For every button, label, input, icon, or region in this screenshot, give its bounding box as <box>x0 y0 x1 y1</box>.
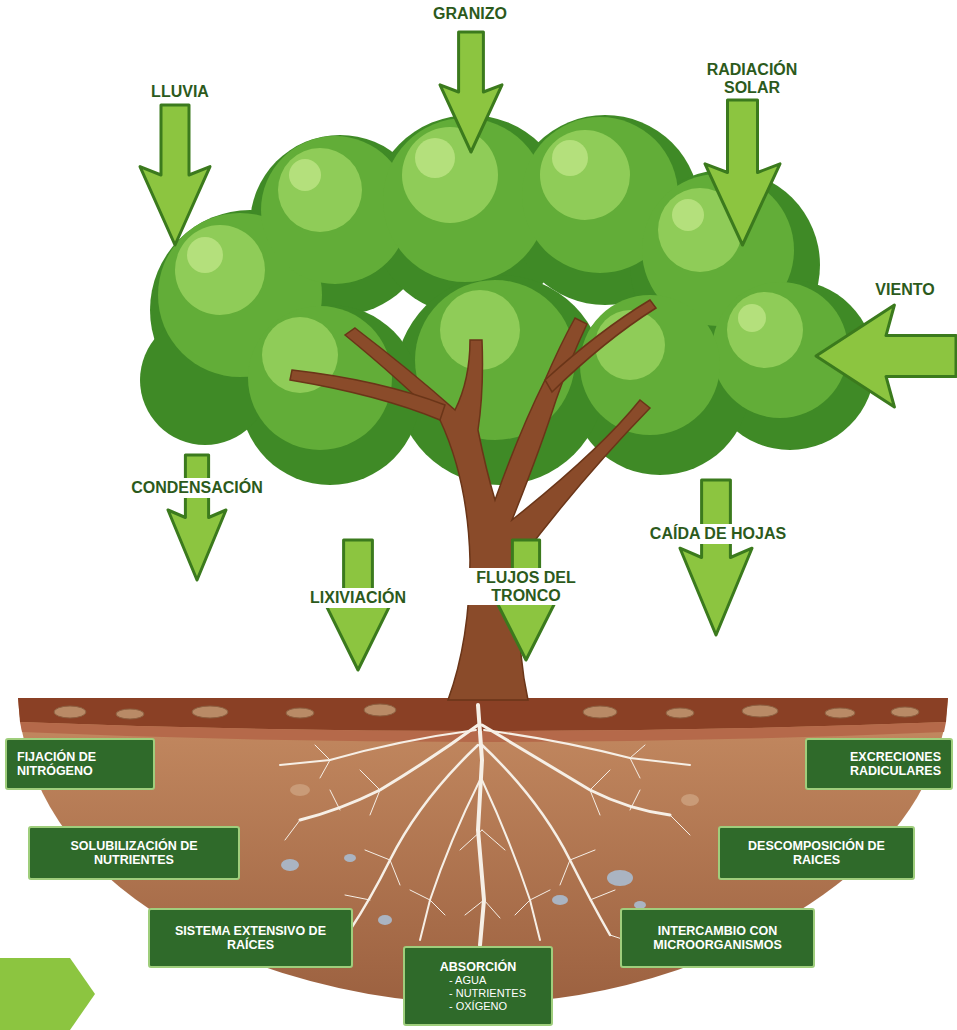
label-text: RADIACIÓN SOLAR <box>677 60 827 97</box>
process-label: LLUVIA <box>120 82 240 102</box>
box-heading: FIJACIÓN DE NITRÓGENO <box>17 750 143 779</box>
box-heading: EXCRECIONES RADICULARES <box>817 750 941 779</box>
process-box: SISTEMA EXTENSIVO DE RAÍCES <box>148 908 353 968</box>
process-label: LIXIVIACIÓN <box>278 588 438 608</box>
label-text: FLUJOS DEL TRONCO <box>461 568 591 605</box>
box-item: - NUTRIENTES <box>415 987 541 1000</box>
box-item: - AGUA <box>415 974 541 987</box>
box-heading: SISTEMA EXTENSIVO DE RAÍCES <box>160 924 341 953</box>
process-box: FIJACIÓN DE NITRÓGENO <box>5 738 155 790</box>
box-heading: DESCOMPOSICIÓN DE RAICES <box>730 839 903 868</box>
process-box: ABSORCIÓN- AGUA- NUTRIENTES- OXÍGENO <box>403 946 553 1026</box>
process-label: CONDENSACIÓN <box>112 478 282 498</box>
label-text: CONDENSACIÓN <box>128 478 266 498</box>
box-heading: ABSORCIÓN <box>415 960 541 974</box>
box-heading: SOLUBILIZACIÓN DE NUTRIENTES <box>40 839 228 868</box>
process-label: VIENTO <box>857 280 953 300</box>
process-box: DESCOMPOSICIÓN DE RAICES <box>718 826 915 880</box>
process-label: GRANIZO <box>400 4 540 24</box>
label-text: LLUVIA <box>148 82 212 102</box>
process-box: EXCRECIONES RADICULARES <box>805 738 953 790</box>
process-label: FLUJOS DEL TRONCO <box>461 568 591 605</box>
box-heading: INTERCAMBIO CON MICROORGANISMOS <box>632 924 803 953</box>
box-item: - OXÍGENO <box>415 1000 541 1013</box>
process-box: SOLUBILIZACIÓN DE NUTRIENTES <box>28 826 240 880</box>
label-text: CAÍDA DE HOJAS <box>647 524 789 544</box>
label-text: GRANIZO <box>430 4 510 24</box>
label-text: LIXIVIACIÓN <box>307 588 409 608</box>
process-label: RADIACIÓN SOLAR <box>677 60 827 97</box>
label-text: VIENTO <box>872 280 937 300</box>
process-label: CAÍDA DE HOJAS <box>618 524 818 544</box>
process-box: INTERCAMBIO CON MICROORGANISMOS <box>620 908 815 968</box>
